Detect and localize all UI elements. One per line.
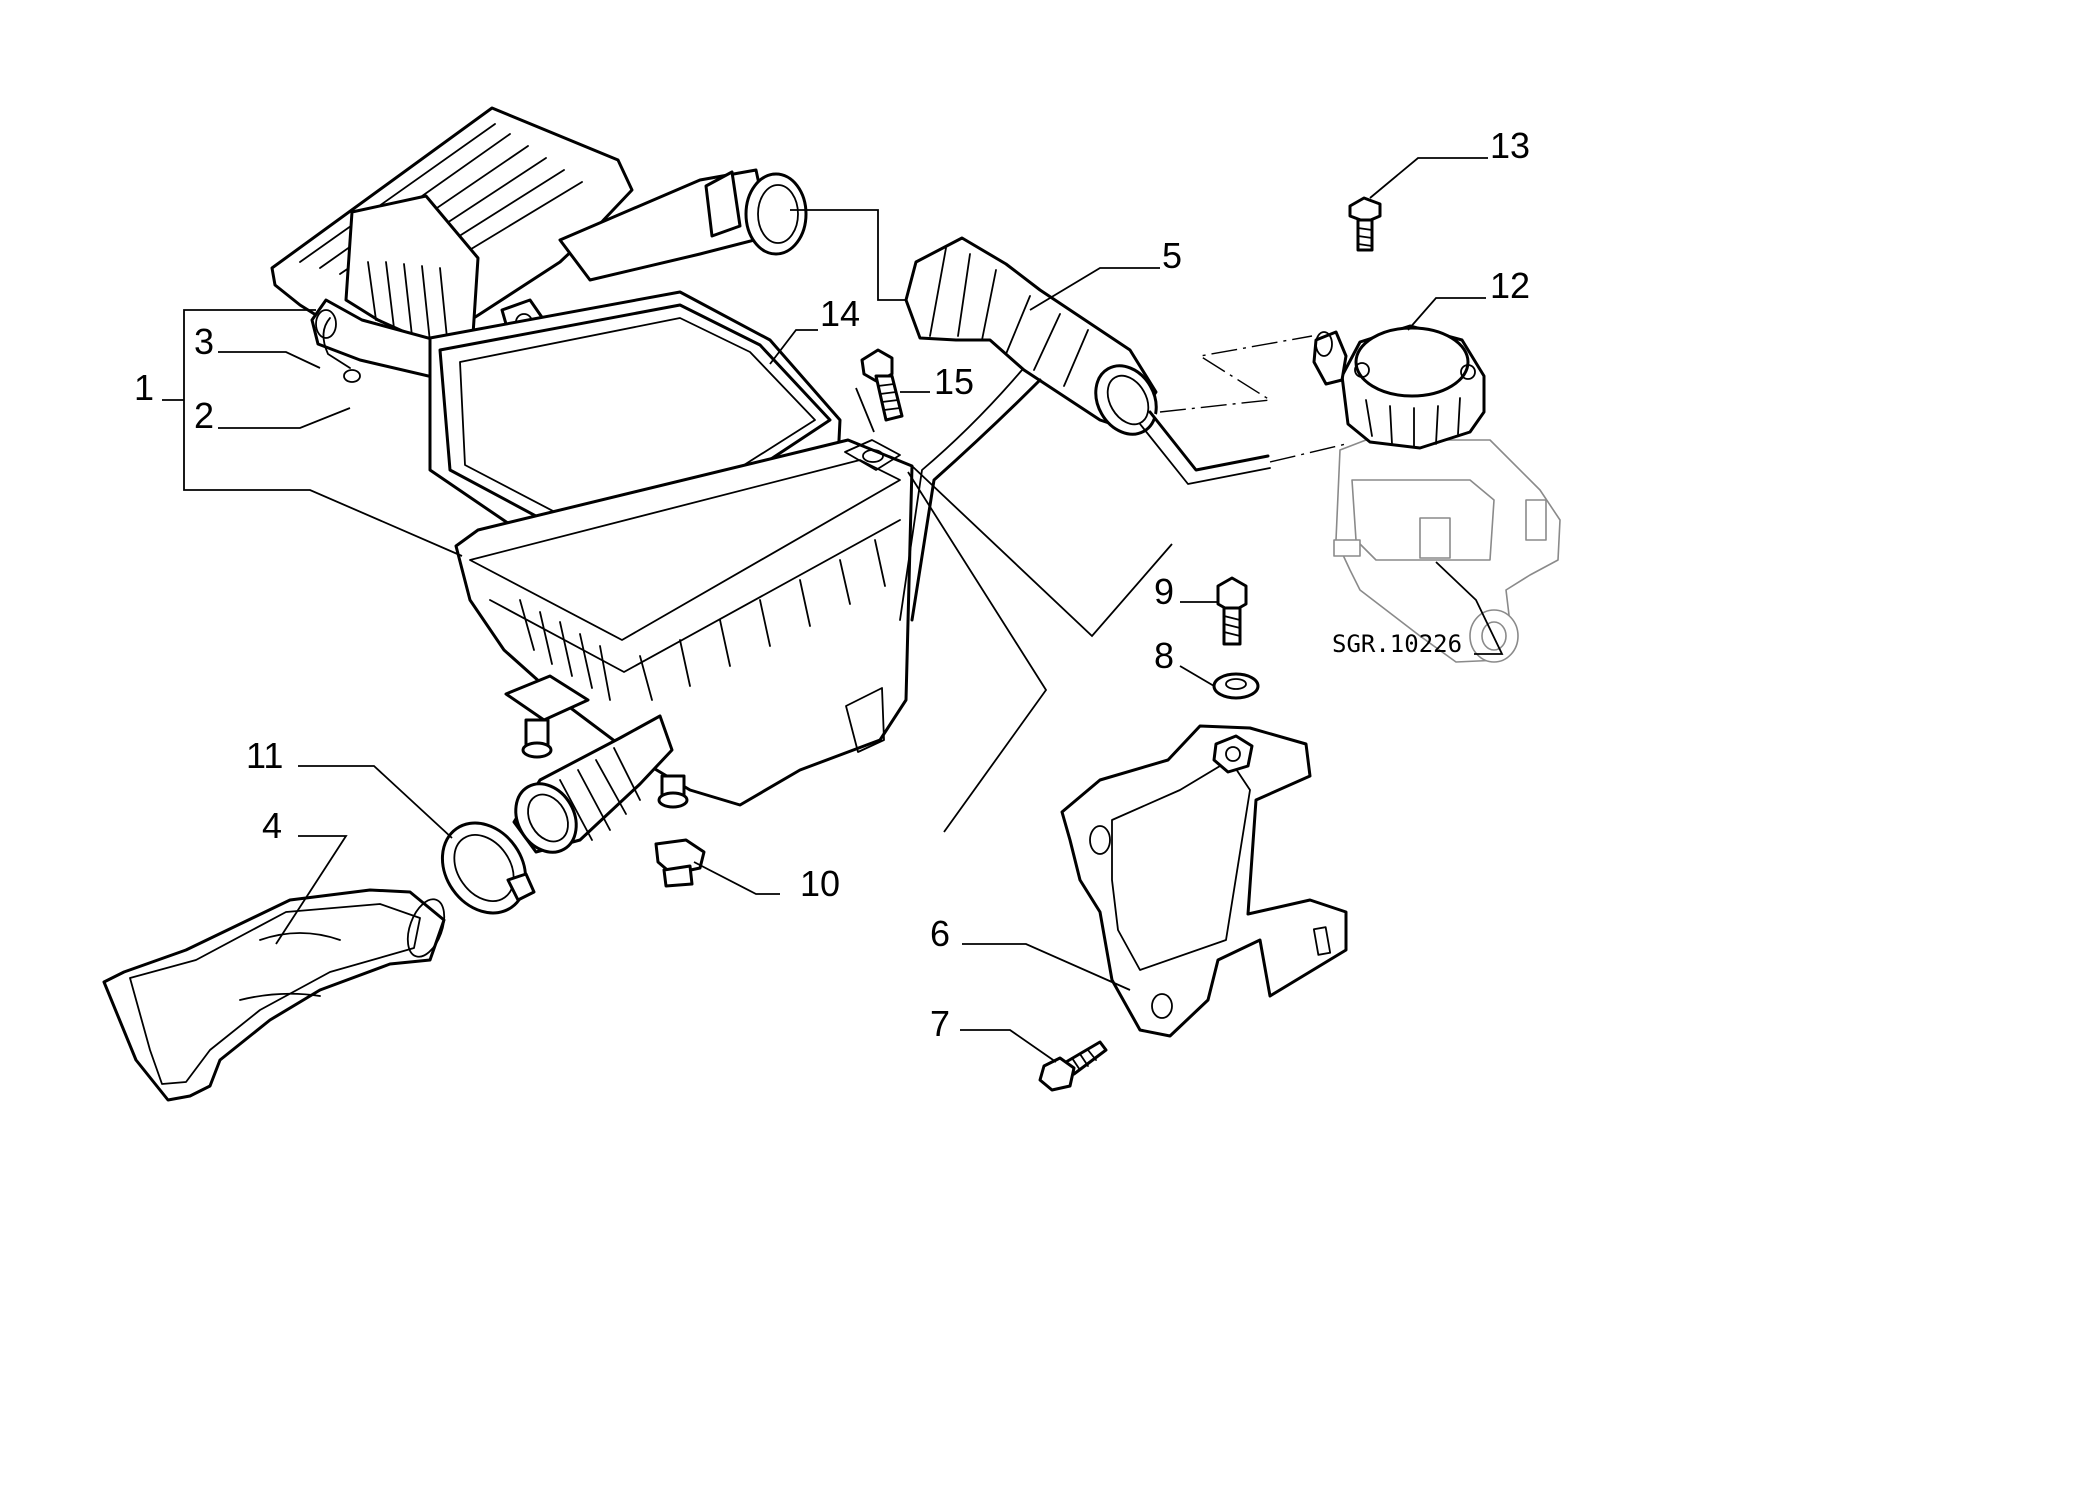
bracket [1060,724,1348,1038]
reference-code: SGR.10226 [1332,630,1462,658]
breather-hose [899,236,1271,622]
callout-8: 8 [1154,635,1174,676]
callout-6: 6 [930,913,950,954]
callout-labels: 1 2 3 4 5 6 7 8 9 10 11 12 13 14 15 SGR.… [134,125,1530,1044]
callout-9: 9 [1154,571,1174,612]
oil-separator-12 [1312,324,1561,663]
screw-9 [1216,576,1248,646]
callout-2: 2 [194,395,214,436]
callout-12: 12 [1490,265,1530,306]
callout-13: 13 [1490,125,1530,166]
washer-8 [1212,672,1260,700]
rubber-bush-10 [654,838,706,888]
air-filter-housing [454,438,914,807]
screw-7 [1038,1040,1108,1092]
inlet-duct-4 [102,888,446,1102]
callout-10: 10 [800,863,840,904]
callout-15: 15 [934,361,974,402]
callout-3: 3 [194,321,214,362]
air-filter-exploded-diagram: 1 2 3 4 5 6 7 8 9 10 11 12 13 14 15 SGR.… [102,106,1561,1102]
callout-11: 11 [246,735,283,776]
leader-lines [162,157,1504,1063]
assembly-lines [790,209,1347,833]
callout-14: 14 [820,293,860,334]
callout-1: 1 [134,367,154,408]
air-filter-cover [270,106,808,405]
screw-15 [860,348,904,422]
inlet-sleeve [512,714,674,854]
callout-5: 5 [1162,235,1182,276]
callout-7: 7 [930,1003,950,1044]
housing-mounting-pegs [504,674,689,809]
callout-4: 4 [262,805,282,846]
hose-clamp-11 [440,821,536,915]
screw-13 [1348,196,1382,252]
